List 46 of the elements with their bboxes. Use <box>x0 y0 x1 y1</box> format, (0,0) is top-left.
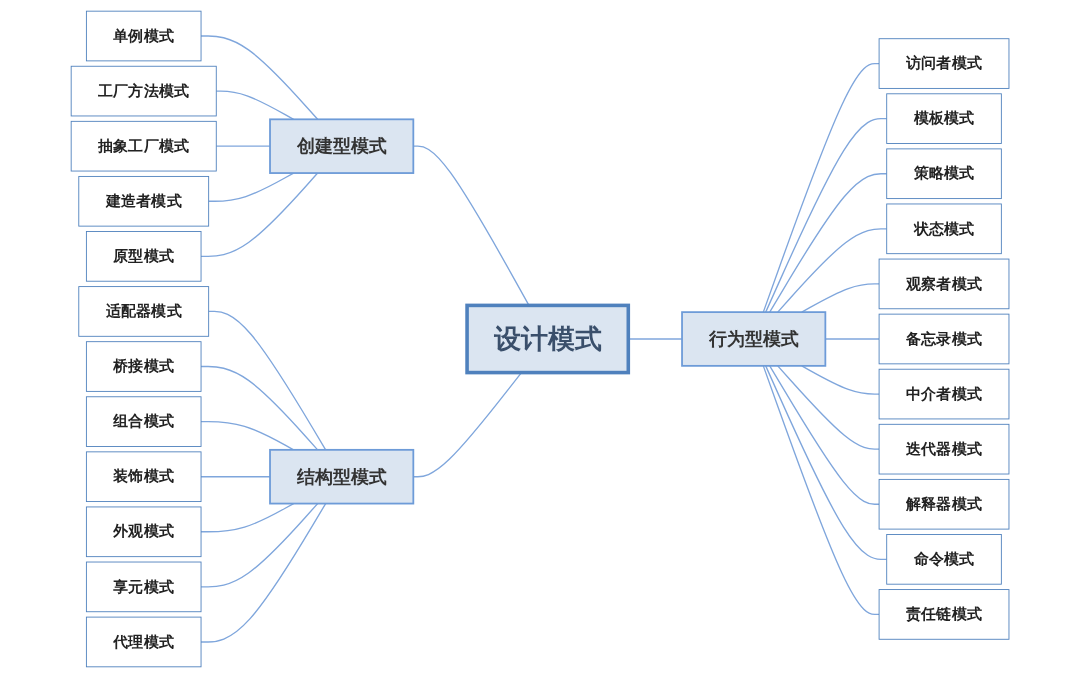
connector <box>200 502 295 532</box>
connector <box>768 172 888 313</box>
node-box: 备忘录模式 <box>878 313 1010 364</box>
connector <box>762 62 880 313</box>
connector <box>801 364 880 395</box>
connector <box>200 502 319 588</box>
node-box: 访问者模式 <box>878 37 1010 89</box>
connector <box>200 502 327 643</box>
node-box: 适配器模式 <box>78 285 210 337</box>
node-box: 责任链模式 <box>878 588 1010 640</box>
connector <box>207 171 295 202</box>
node-box: 模板模式 <box>886 92 1002 144</box>
node-box: 桥接模式 <box>85 340 202 392</box>
node-box: 享元模式 <box>85 561 202 612</box>
node-box: 观察者模式 <box>878 258 1010 309</box>
node-box: 外观模式 <box>85 506 202 557</box>
connector <box>200 171 319 257</box>
connector <box>801 282 880 313</box>
node-box: 设计模式 <box>465 303 630 374</box>
connector <box>200 365 319 450</box>
node-box: 代理模式 <box>85 616 202 667</box>
node-box: 抽象工厂模式 <box>70 120 217 171</box>
connector <box>764 364 888 560</box>
node-box: 行为型模式 <box>681 310 827 367</box>
connector <box>200 420 295 450</box>
connector <box>207 310 327 450</box>
node-box: 组合模式 <box>85 395 202 447</box>
node-box: 工厂方法模式 <box>70 65 217 116</box>
node-box: 迭代器模式 <box>878 423 1010 474</box>
node-box: 建造者模式 <box>78 175 210 227</box>
connector <box>200 34 319 120</box>
node-box: 命令模式 <box>886 533 1002 585</box>
node-box: 单例模式 <box>85 10 202 61</box>
connector <box>768 364 880 505</box>
node-box: 原型模式 <box>85 230 202 282</box>
connector <box>764 117 888 313</box>
node-box: 状态模式 <box>886 203 1002 254</box>
node-box: 结构型模式 <box>269 448 415 504</box>
node-box: 中介者模式 <box>878 368 1010 419</box>
connector <box>762 364 880 615</box>
node-box: 装饰模式 <box>85 450 202 502</box>
node-box: 创建型模式 <box>269 117 415 174</box>
connector <box>777 227 888 313</box>
node-box: 策略模式 <box>886 147 1002 199</box>
node-box: 解释器模式 <box>878 478 1010 530</box>
connector <box>777 364 880 450</box>
